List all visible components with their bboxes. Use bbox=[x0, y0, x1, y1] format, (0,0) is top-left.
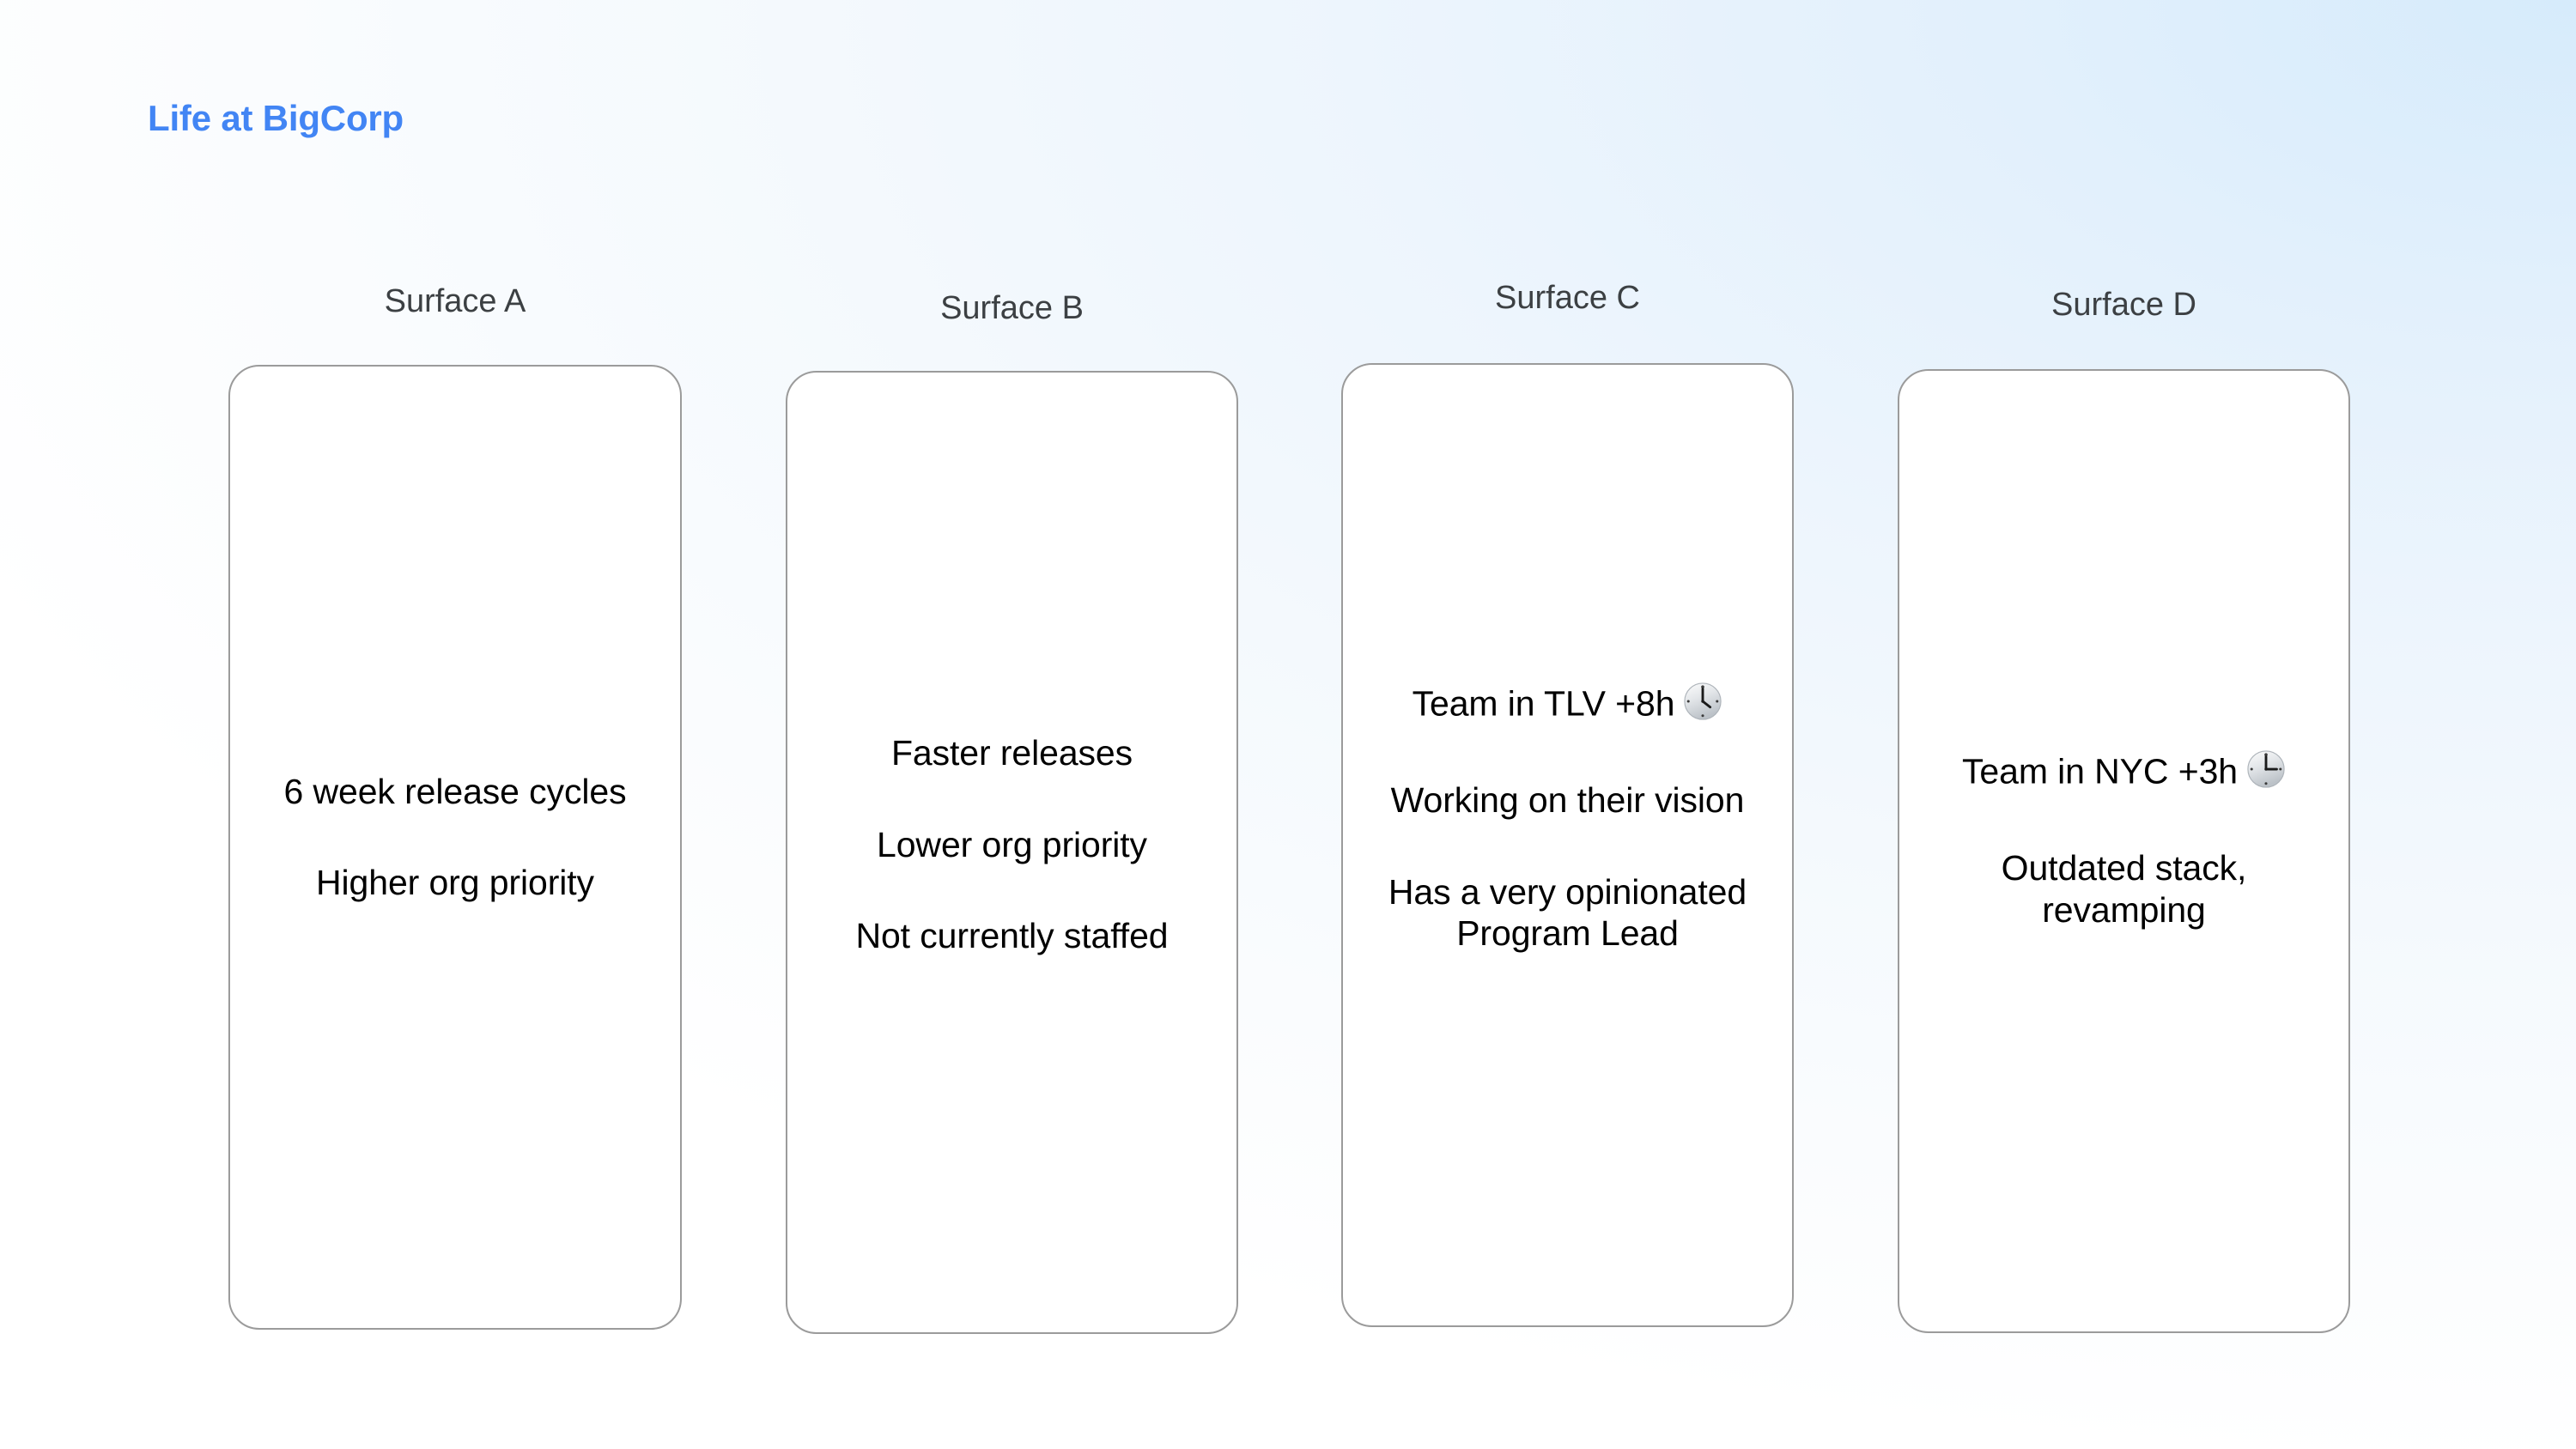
column-header-surface-a: Surface A bbox=[384, 283, 526, 319]
card-body-surface-d: Team in NYC +3h bbox=[1899, 749, 2348, 931]
card-surface-c[interactable]: Team in TLV +8h bbox=[1341, 363, 1794, 1327]
column-header-surface-d: Surface D bbox=[2051, 287, 2196, 323]
card-surface-a[interactable]: 6 week release cycles Higher org priorit… bbox=[228, 365, 682, 1330]
page-title: Life at BigCorp bbox=[148, 98, 404, 138]
card-surface-b[interactable]: Faster releases Lower org priority Not c… bbox=[786, 371, 1238, 1334]
card-line-d-2: Outdated stack, revamping bbox=[2001, 848, 2247, 930]
column-header-surface-c: Surface C bbox=[1495, 280, 1640, 316]
card-line-c-1: Team in TLV +8h bbox=[1413, 682, 1723, 730]
card-surface-d[interactable]: Team in NYC +3h bbox=[1898, 369, 2350, 1333]
card-line-b-1: Faster releases bbox=[890, 733, 1133, 773]
card-line-a-2: Higher org priority bbox=[316, 863, 594, 902]
card-line-d-1: Team in NYC +3h bbox=[1962, 749, 2286, 797]
card-line-d-1-text: Team in NYC +3h bbox=[1962, 751, 2238, 791]
card-body-surface-b: Faster releases Lower org priority Not c… bbox=[787, 732, 1236, 956]
card-line-c-3: Has a very opinionated Program Lead bbox=[1388, 871, 1747, 953]
clock-three-icon bbox=[2246, 749, 2286, 797]
card-line-a-1: 6 week release cycles bbox=[283, 771, 627, 811]
card-body-surface-a: 6 week release cycles Higher org priorit… bbox=[230, 771, 680, 904]
card-body-surface-c: Team in TLV +8h bbox=[1343, 682, 1792, 955]
clock-four-icon bbox=[1683, 682, 1722, 730]
card-line-c-2: Working on their vision bbox=[1390, 780, 1745, 821]
column-header-surface-b: Surface B bbox=[940, 290, 1084, 326]
card-line-b-3: Not currently staffed bbox=[855, 916, 1169, 956]
card-line-c-1-text: Team in TLV +8h bbox=[1412, 683, 1675, 724]
card-line-b-2: Lower org priority bbox=[877, 824, 1147, 864]
